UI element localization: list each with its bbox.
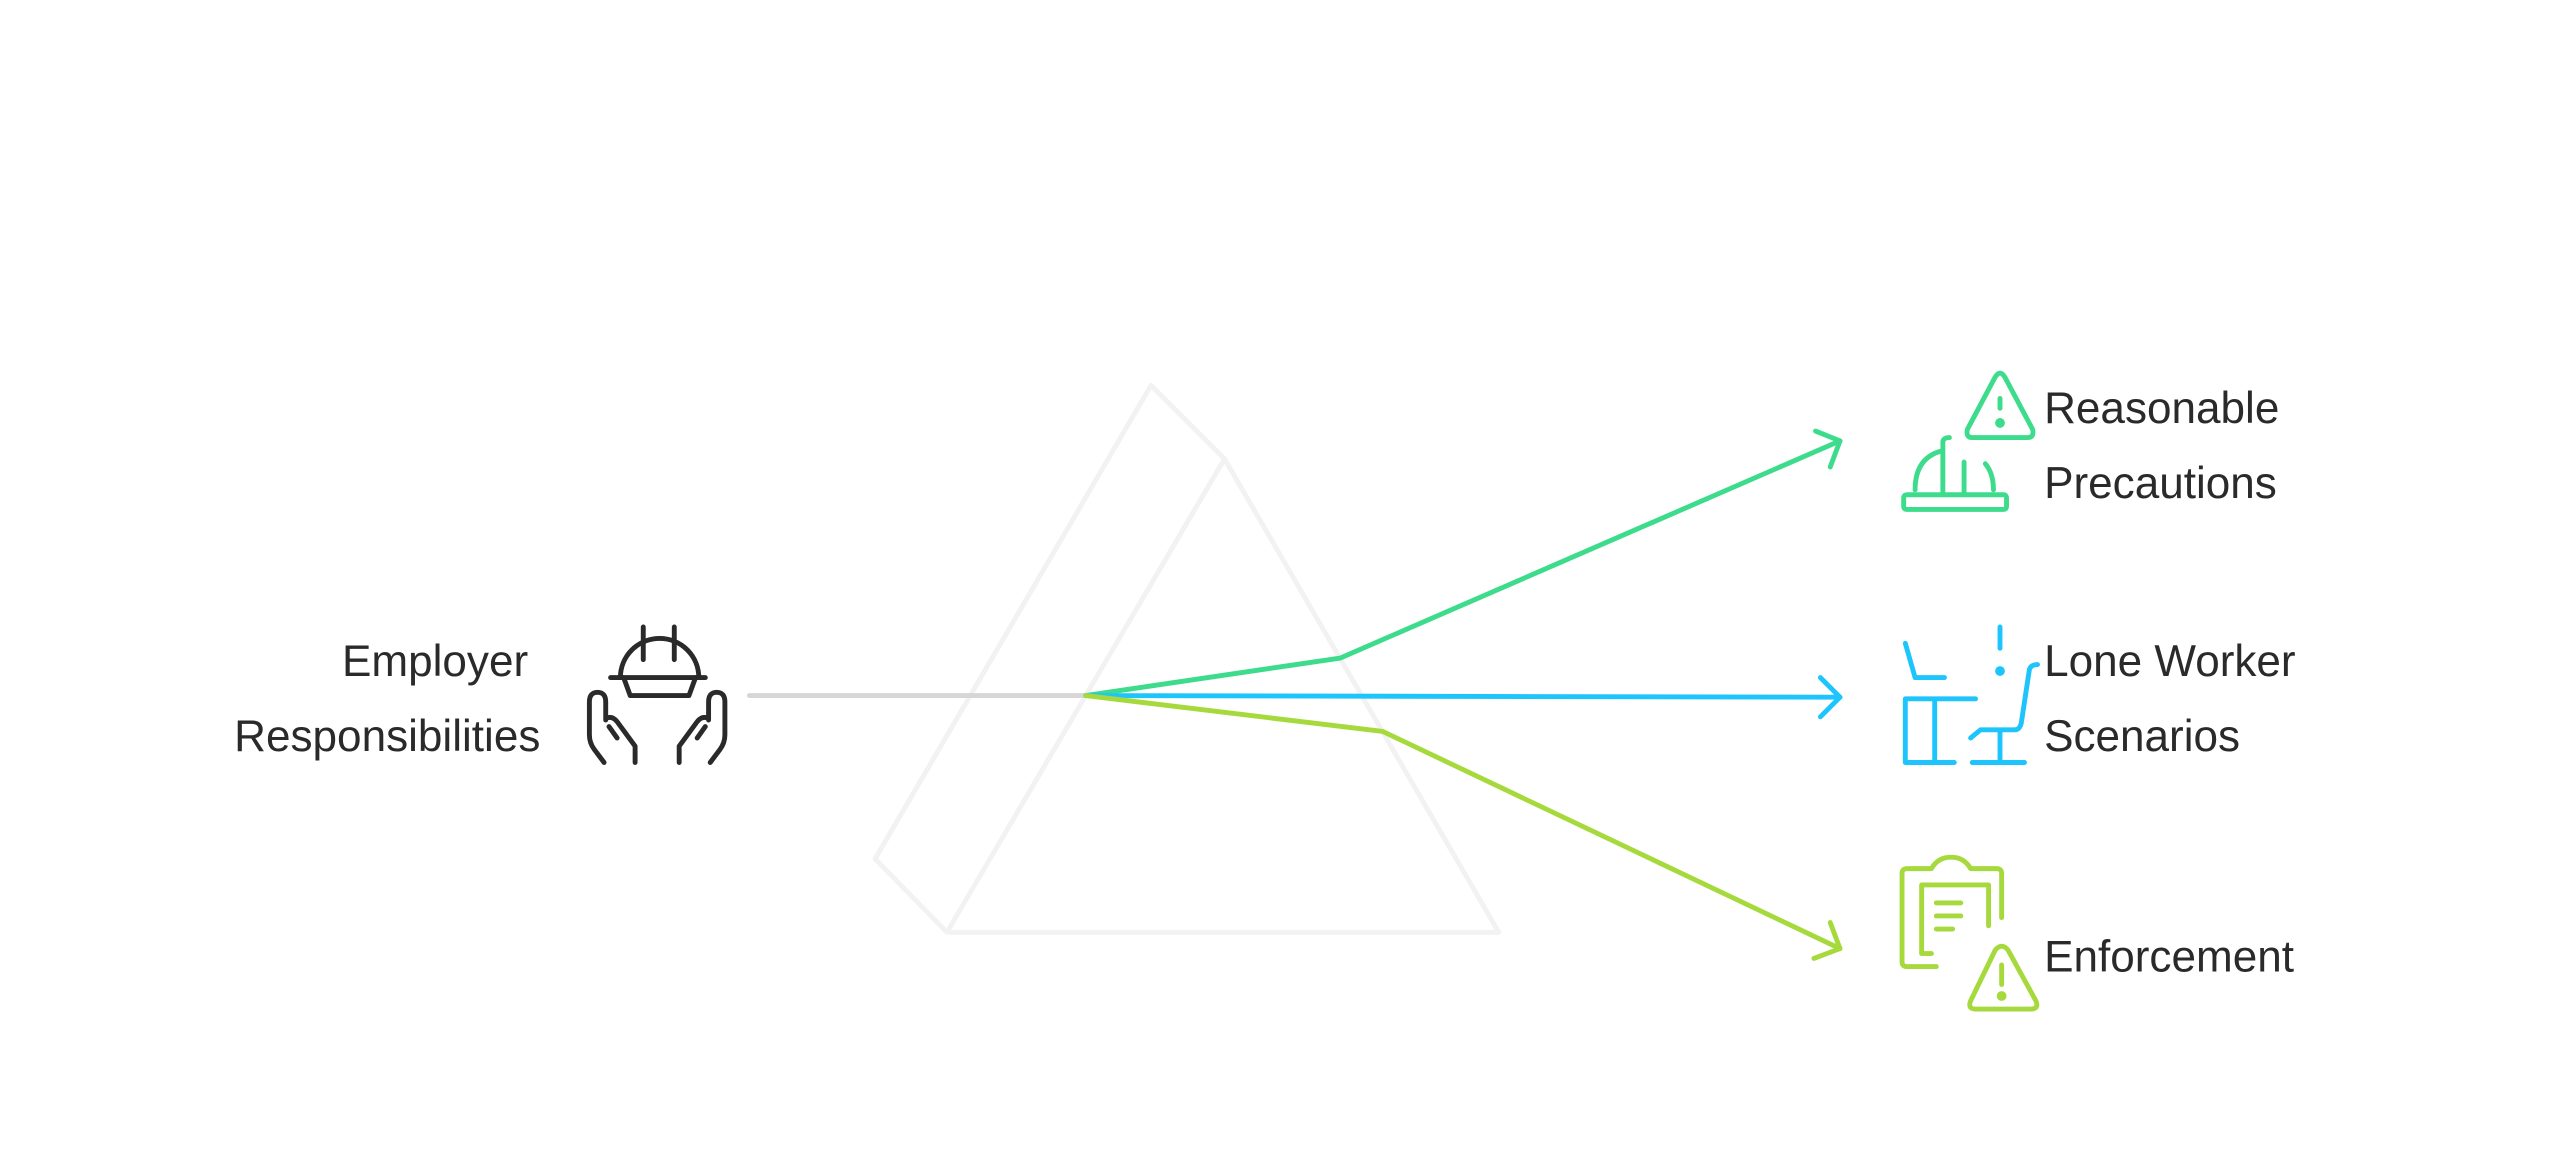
label-lone-worker-scenarios: Lone Worker Scenarios [2044, 637, 2308, 761]
beam-reasonable-precautions [1083, 428, 1843, 699]
hard-hat-warning-icon [1901, 370, 2036, 512]
source-label: Employer Responsibilities [234, 637, 540, 761]
clipboard-warning-icon [1899, 854, 2040, 1012]
label-reasonable-precautions: Reasonable Precautions [2044, 384, 2292, 508]
label-enforcement: Enforcement [2044, 932, 2294, 981]
desk-chair-alert-icon [1902, 624, 2040, 765]
beam-enforcement [1083, 693, 1843, 961]
prism [872, 382, 1502, 935]
beam-lone-worker [1083, 675, 1843, 720]
hard-hat-hands-icon [586, 624, 728, 765]
